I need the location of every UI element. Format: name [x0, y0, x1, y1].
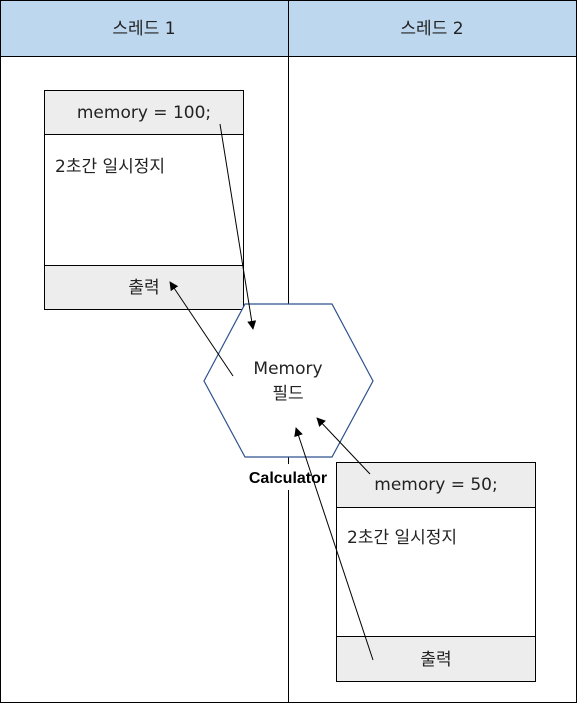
arrow-thread1-read	[169, 281, 234, 377]
thread-1-output-text: 출력	[128, 278, 159, 298]
memory-hexagon	[203, 303, 374, 458]
thread-1-pause-text: 2초간 일시정지	[55, 157, 165, 177]
arrows	[169, 123, 374, 661]
arrow-thread1-write	[219, 123, 257, 330]
thread-1-box: memory = 100; 2초간 일시정지 출력	[44, 90, 244, 310]
thread-1-assign-text: memory = 100;	[77, 103, 211, 123]
calculator-label-group: Calculator	[240, 464, 335, 490]
thread-2-output-cell	[336, 636, 536, 682]
calculator-label: Calculator	[249, 470, 327, 487]
shared-memory-field: Memory 필드	[203, 303, 374, 458]
calculator-label-backdrop	[240, 464, 335, 490]
memory-label: Memory	[253, 359, 322, 379]
thread-1-assign-cell	[44, 90, 244, 135]
field-label: 필드	[272, 384, 303, 404]
arrow-thread2-read	[294, 427, 374, 661]
thread-2-assign-text: memory = 50;	[374, 475, 497, 495]
column-header-thread-2: 스레드 2	[400, 19, 463, 39]
thread-2-assign-cell	[336, 462, 536, 508]
column-header-thread-1: 스레드 1	[112, 19, 175, 39]
thread-2-box: memory = 50; 2초간 일시정지 출력	[336, 462, 536, 682]
thread-1-output-cell	[44, 265, 244, 310]
thread-2-pause-text: 2초간 일시정지	[347, 528, 457, 548]
arrow-thread2-write	[316, 417, 371, 475]
thread-2-output-text: 출력	[420, 650, 451, 670]
